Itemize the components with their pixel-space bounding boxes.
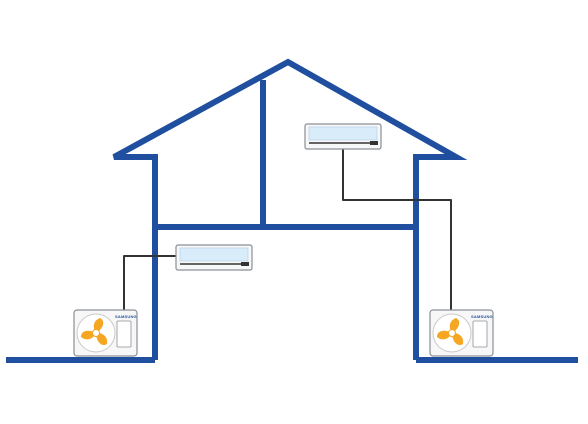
left-outdoor-unit: SAMSUNG bbox=[73, 309, 138, 357]
fan-icon bbox=[81, 318, 108, 345]
house-structure bbox=[6, 58, 578, 363]
right-pipe bbox=[342, 148, 452, 313]
lower-left-indoor-unit bbox=[175, 244, 253, 271]
refrigerant-pipes bbox=[123, 148, 452, 318]
brand-logo: SAMSUNG bbox=[115, 314, 137, 319]
left-pipe bbox=[123, 255, 180, 318]
house-outline bbox=[112, 58, 468, 360]
service-panel bbox=[472, 320, 488, 348]
indoor-unit-panel bbox=[179, 247, 249, 262]
brand-logo: SAMSUNG bbox=[471, 314, 493, 319]
fan-icon bbox=[437, 318, 464, 345]
upper-right-indoor-unit bbox=[304, 123, 382, 150]
right-outdoor-unit: SAMSUNG bbox=[429, 309, 494, 357]
indoor-unit-panel bbox=[308, 126, 378, 141]
service-panel bbox=[116, 320, 132, 348]
